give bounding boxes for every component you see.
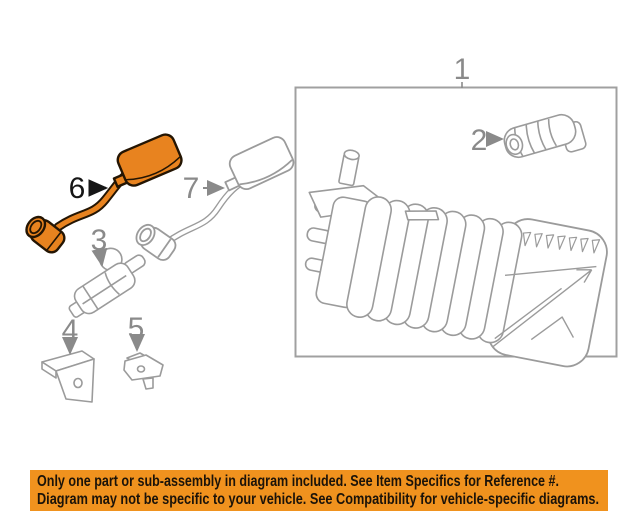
- sensor-6-drawing-highlighted: [25, 133, 183, 254]
- end-cap-triangles: [522, 231, 601, 254]
- part-label-7: 7: [183, 172, 200, 205]
- canister-drawing: [304, 149, 608, 368]
- part-3-arrow: [91, 247, 108, 267]
- part-label-2: 2: [471, 124, 488, 157]
- sensor-7-drawing: [135, 136, 295, 261]
- end-cap-scribes: [492, 265, 597, 347]
- bracket-4-drawing: [41, 350, 95, 403]
- part-label-4: 4: [62, 314, 79, 347]
- part-label-5: 5: [128, 312, 145, 345]
- vent-hose-drawing: [503, 113, 587, 159]
- bracket-stud: [338, 149, 360, 187]
- part-label-1: 1: [454, 53, 471, 86]
- clip-5-drawing: [123, 352, 164, 390]
- part-label-6: 6: [69, 172, 86, 205]
- banner-line-2: Diagram may not be specific to your vehi…: [37, 491, 599, 508]
- disclaimer-banner: Only one part or sub-assembly in diagram…: [30, 470, 608, 511]
- part-label-3: 3: [91, 224, 108, 257]
- banner-line-1: Only one part or sub-assembly in diagram…: [37, 473, 559, 490]
